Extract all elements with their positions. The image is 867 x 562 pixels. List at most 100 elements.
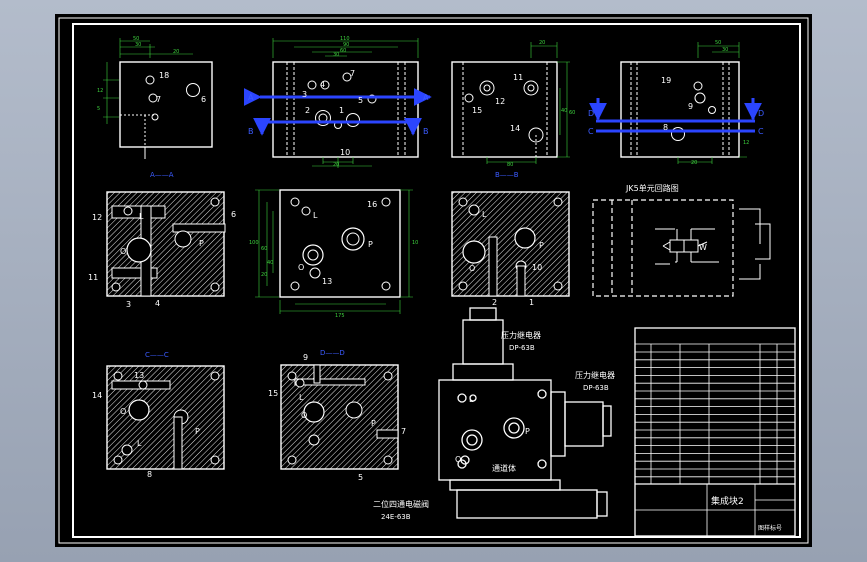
port-label: D xyxy=(758,109,764,118)
port-label: P xyxy=(539,241,544,250)
title-block xyxy=(634,327,796,537)
dim-text: 20 xyxy=(333,162,339,168)
part-number: 2 xyxy=(492,298,497,307)
dim-text: 10 xyxy=(412,240,418,246)
part-number: 11 xyxy=(513,73,523,82)
section-title: D——D xyxy=(320,349,345,357)
part-number: 13 xyxy=(322,277,332,286)
part-number: 14 xyxy=(92,391,102,400)
inner-border xyxy=(72,23,801,538)
dim-text: 20 xyxy=(691,160,697,166)
drawing-viewport[interactable]: 50 30 20 12 5 18 7 6 xyxy=(55,14,812,547)
relay-2-name: 压力继电器 xyxy=(575,370,615,380)
section-c-c: C——C 13 14 O L P 8 xyxy=(92,351,225,479)
port-label: L xyxy=(469,395,474,404)
part-number: 15 xyxy=(472,106,482,115)
dim-text: 30 xyxy=(333,52,339,58)
part-number: 6 xyxy=(201,95,206,104)
part-number: 8 xyxy=(663,123,668,132)
dim-text: 5 xyxy=(97,106,100,112)
dim-text: 20 xyxy=(261,272,267,278)
part-number: 19 xyxy=(661,76,671,85)
top-view-2: 110 90 60 30 20 A A B B 3 4 7 2 1 5 10 xyxy=(243,36,432,168)
dim-text: 12 xyxy=(97,88,103,94)
section-title: A——A xyxy=(150,171,174,179)
port-label: D xyxy=(588,109,594,118)
part-number: 5 xyxy=(358,473,363,482)
assembly-view xyxy=(438,307,612,519)
port-label: A xyxy=(248,93,254,102)
part-number: 14 xyxy=(510,124,520,133)
part-number: 3 xyxy=(126,300,131,309)
part-number: 8 xyxy=(147,470,152,479)
port-label: P xyxy=(525,427,530,436)
body-label: 通道体 xyxy=(492,463,516,473)
dim-text: 30 xyxy=(722,47,728,53)
valve-name: 二位四通电磁阀 xyxy=(373,499,429,509)
drawing-number-label: 图样标号 xyxy=(758,524,782,532)
port-label: P xyxy=(199,239,204,248)
port-label: A xyxy=(423,93,429,102)
part-number: 2 xyxy=(305,106,310,115)
circuit-title: JK5单元回路图 xyxy=(625,183,679,193)
dim-text: 30 xyxy=(135,42,141,48)
front-view: 100 60 40 20 10 175 16 L P O 13 xyxy=(249,189,418,319)
port-label: L xyxy=(139,212,144,221)
dim-text: 60 xyxy=(340,48,346,54)
dim-text: 50 xyxy=(133,36,139,42)
dim-text: 90 xyxy=(343,42,349,48)
port-label: C xyxy=(758,127,764,136)
part-number: 1 xyxy=(529,298,534,307)
relay-2-model: DP-63B xyxy=(583,384,609,392)
part-number: 12 xyxy=(92,213,102,222)
part-number: 10 xyxy=(340,148,350,157)
part-number: 4 xyxy=(320,80,325,89)
section-b-b: B——B L O P 10 2 1 xyxy=(451,171,570,307)
port-label: B xyxy=(248,127,254,136)
part-number: 9 xyxy=(303,353,308,362)
port-label: B xyxy=(423,127,429,136)
part-number: 5 xyxy=(358,96,363,105)
top-view-1: 50 30 20 12 5 18 7 6 xyxy=(97,36,213,159)
dim-text: 20 xyxy=(539,40,545,46)
dim-text: 60 xyxy=(261,246,267,252)
port-label: C xyxy=(588,127,594,136)
circuit-label: W xyxy=(699,243,707,252)
part-number: 18 xyxy=(159,71,169,80)
part-number: 3 xyxy=(302,90,307,99)
dim-text: 100 xyxy=(249,240,259,246)
part-number: 13 xyxy=(134,371,144,380)
section-a-a: A——A 12 6 11 3 4 L O P xyxy=(88,171,236,309)
part-number: 16 xyxy=(367,200,377,209)
port-label: P xyxy=(195,427,200,436)
outer-border xyxy=(58,17,809,544)
port-label: L xyxy=(482,210,487,219)
dim-text: 175 xyxy=(335,313,345,319)
dim-text: 12 xyxy=(743,140,749,146)
port-label: P xyxy=(368,240,373,249)
section-title: B——B xyxy=(495,171,519,179)
section-title: C——C xyxy=(145,351,169,359)
relay-1-name: 压力继电器 xyxy=(501,330,541,340)
port-label: O xyxy=(120,247,126,256)
part-number: 7 xyxy=(350,69,355,78)
cad-drawing: 50 30 20 12 5 18 7 6 xyxy=(58,17,809,544)
port-label: O xyxy=(120,407,126,416)
dim-text: 80 xyxy=(507,162,513,168)
drawing-name: 集成块2 xyxy=(711,495,744,507)
port-label: O xyxy=(301,411,307,420)
part-number: 7 xyxy=(401,427,406,436)
part-number: 12 xyxy=(495,97,505,106)
port-label: O xyxy=(469,264,475,273)
part-number: 11 xyxy=(88,273,98,282)
part-number: 9 xyxy=(688,102,693,111)
port-label: L xyxy=(299,393,304,402)
dim-text: 110 xyxy=(340,36,350,42)
top-view-3: 80 60 40 20 11 12 15 14 xyxy=(451,40,575,168)
dim-text: 40 xyxy=(267,260,273,266)
part-number: 7 xyxy=(156,95,161,104)
port-label: L xyxy=(313,211,318,220)
jk5-circuit-diagram: JK5单元回路图 W xyxy=(592,183,771,297)
relay-1-model: DP-63B xyxy=(509,344,535,352)
